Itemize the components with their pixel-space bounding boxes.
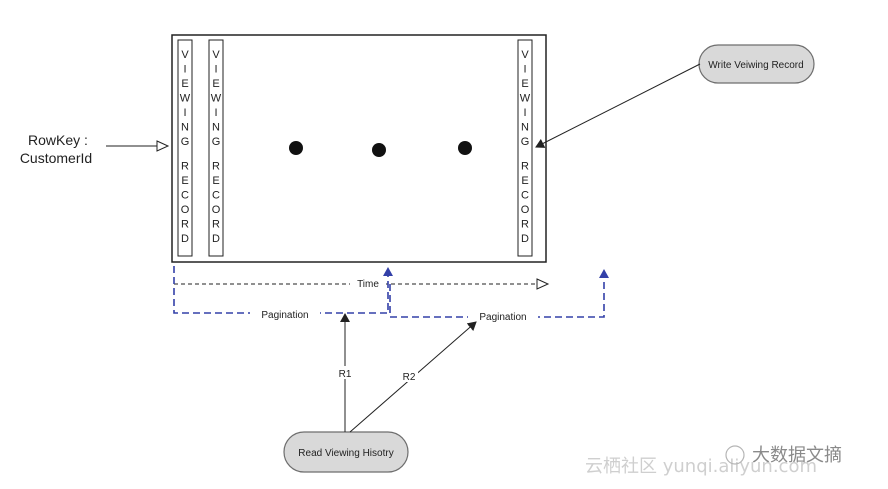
read-viewing-history-node	[283, 431, 409, 473]
record-letter: C	[521, 190, 529, 202]
record-letter: R	[521, 219, 529, 231]
record-letter: E	[521, 175, 528, 187]
record-letter: V	[212, 49, 220, 61]
record-letter: G	[181, 136, 190, 148]
record-letter: E	[521, 78, 528, 90]
rowkey-label-line1: RowKey :	[28, 132, 88, 148]
rowkey-label-line2: CustomerId	[20, 150, 92, 166]
record-letter: E	[181, 78, 188, 90]
record-letter: G	[212, 136, 221, 148]
r2-label-bg	[400, 369, 418, 382]
pagination-right-label: Pagination	[479, 312, 526, 323]
record-letter: I	[523, 107, 526, 119]
record-letter: O	[212, 204, 221, 216]
watermark-right-label: 大数据文摘	[752, 445, 842, 466]
record-letter: D	[521, 233, 529, 245]
record-letter: R	[212, 219, 220, 231]
record-letter: I	[183, 107, 186, 119]
record-letter: D	[181, 233, 189, 245]
record-letter: N	[181, 122, 189, 134]
record-letter: E	[212, 78, 219, 90]
record-letter: E	[212, 175, 219, 187]
record-letter: I	[523, 64, 526, 76]
record-letter: I	[214, 64, 217, 76]
record-letter: D	[212, 233, 220, 245]
record-letter: W	[180, 93, 191, 105]
record-letter: R	[181, 219, 189, 231]
ellipsis-dot-1	[289, 141, 303, 155]
record-letter: V	[181, 49, 189, 61]
record-letter: R	[181, 161, 189, 173]
record-letter: C	[181, 190, 189, 202]
record-letter: W	[211, 93, 222, 105]
ellipsis-dot-3	[458, 141, 472, 155]
table-box	[171, 34, 547, 263]
write-node-label: Write Veiwing Record	[708, 60, 803, 71]
record-letter: O	[181, 204, 190, 216]
watermark-left: 云栖社区 yunqi.aliyun.com	[585, 456, 817, 477]
ellipsis-dot-2	[372, 143, 386, 157]
pagination-left-label-bg	[250, 307, 320, 321]
r1-label-bg	[336, 366, 354, 379]
pagination-bracket-right	[389, 269, 609, 318]
r2-label: R2	[403, 372, 416, 383]
r1-label: R1	[339, 369, 352, 380]
record-letter: N	[521, 122, 529, 134]
write-arrow	[535, 63, 701, 148]
record-letter: N	[212, 122, 220, 134]
time-label: Time	[357, 279, 379, 290]
record-letter: R	[212, 161, 220, 173]
record-letter: I	[183, 64, 186, 76]
time-label-bg	[350, 276, 386, 290]
watermark-right: 大数据文摘	[725, 445, 842, 466]
record-letter: I	[214, 107, 217, 119]
pagination-right-label-bg	[468, 310, 538, 324]
record-letter: O	[521, 204, 530, 216]
record-letter: G	[521, 136, 530, 148]
record-letter: C	[212, 190, 220, 202]
pagination-left-label: Pagination	[261, 310, 308, 321]
wechat-icon	[725, 445, 745, 465]
record-letter: V	[521, 49, 529, 61]
record-letter: E	[181, 175, 188, 187]
record-letter: R	[521, 161, 529, 173]
record-letter: W	[520, 93, 531, 105]
read-node-label: Read Viewing Hisotry	[298, 448, 393, 459]
